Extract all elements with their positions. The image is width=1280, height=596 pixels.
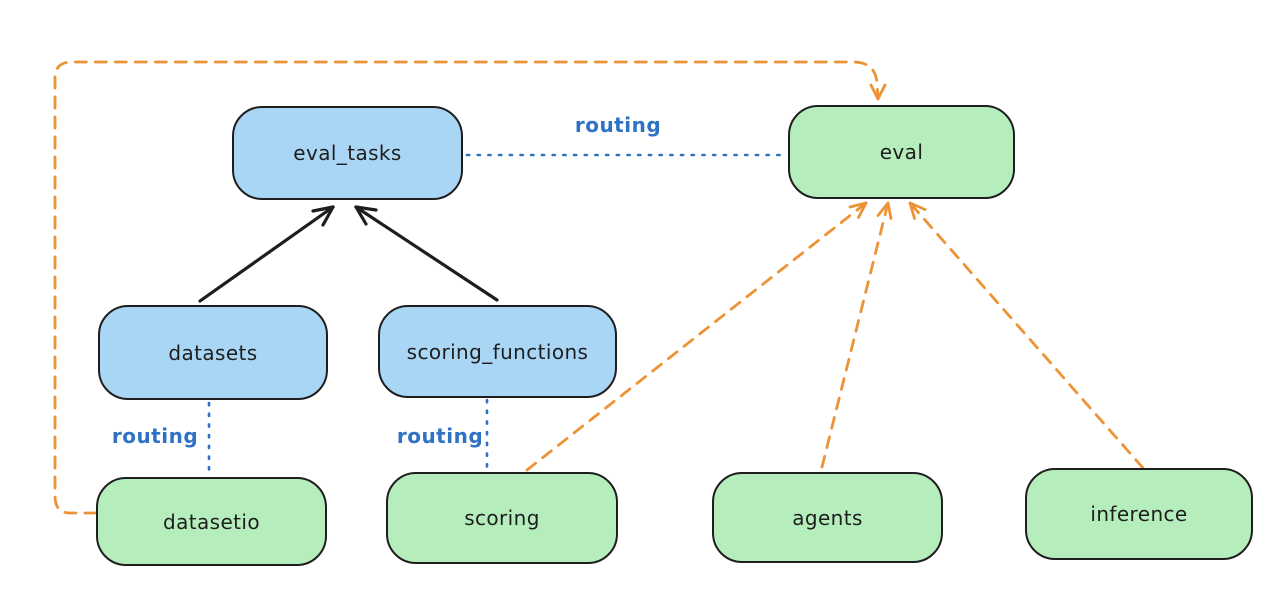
edge-label-routing-mid: routing bbox=[396, 424, 484, 448]
node-eval-tasks-label: eval_tasks bbox=[293, 141, 402, 165]
node-scoring-functions-label: scoring_functions bbox=[406, 339, 589, 364]
edge-arrow-agents-eval bbox=[820, 201, 893, 469]
edge-label-routing-top: routing bbox=[574, 113, 662, 137]
node-eval-label: eval bbox=[879, 140, 924, 164]
node-agents[interactable]: agents bbox=[712, 472, 943, 563]
edge-arrow-scoring-eval bbox=[525, 201, 868, 472]
edge-arrow-datasetio-eval bbox=[53, 60, 887, 515]
edge-label-routing-left: routing bbox=[111, 424, 199, 448]
edge-arrow-datasets-evaltasks bbox=[198, 205, 335, 303]
node-datasets-label: datasets bbox=[168, 340, 258, 365]
node-inference[interactable]: inference bbox=[1025, 468, 1253, 560]
edge-arrow-scoringfunctions-evaltasks bbox=[354, 205, 499, 302]
edge-arrow-inference-eval bbox=[908, 201, 1145, 470]
node-eval[interactable]: eval bbox=[788, 105, 1015, 199]
node-scoring-label: scoring bbox=[464, 506, 540, 530]
node-datasetio[interactable]: datasetio bbox=[96, 477, 327, 566]
node-datasetio-label: datasetio bbox=[162, 509, 260, 534]
node-scoring-functions[interactable]: scoring_functions bbox=[378, 305, 617, 398]
node-inference-label: inference bbox=[1090, 502, 1188, 526]
node-agents-label: agents bbox=[792, 505, 863, 530]
node-scoring[interactable]: scoring bbox=[386, 472, 618, 564]
node-eval-tasks[interactable]: eval_tasks bbox=[232, 106, 463, 200]
node-datasets[interactable]: datasets bbox=[98, 305, 328, 400]
